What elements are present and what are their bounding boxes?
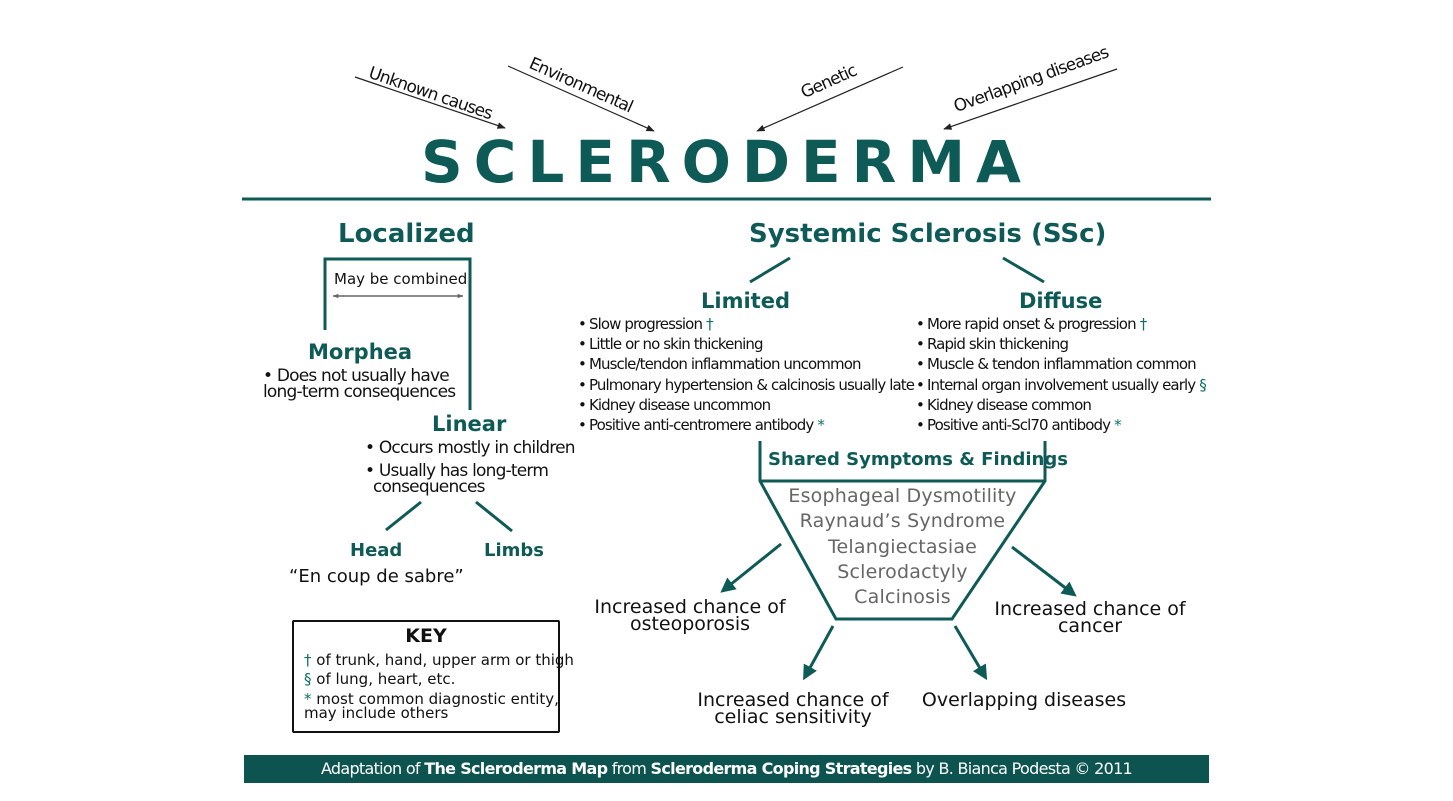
shared-item: Telangiectasiae bbox=[827, 535, 978, 558]
morphea-bullet-line1: • Does not usually have bbox=[263, 366, 450, 386]
branch-head bbox=[385, 500, 422, 532]
limited-heading: Limited bbox=[701, 289, 790, 313]
footer-map-title: The Scleroderma Map bbox=[424, 759, 608, 778]
diffuse-item: Positive anti-Scl70 antibody* bbox=[916, 415, 1206, 435]
limited-list: Slow progression† Little or no skin thic… bbox=[578, 314, 915, 435]
head-heading: Head bbox=[350, 540, 403, 561]
outcome-line: celiac sensitivity bbox=[714, 706, 872, 728]
linear-heading: Linear bbox=[432, 412, 507, 436]
key-title: KEY bbox=[405, 625, 447, 647]
morphea-heading: Morphea bbox=[308, 340, 413, 364]
may-be-combined-label: May be combined bbox=[334, 270, 468, 288]
cause-arrow-unknown bbox=[354, 76, 506, 129]
page-title: SCLERODERMA bbox=[421, 128, 1032, 196]
cause-arrow-overlapping bbox=[943, 68, 1118, 130]
outcome-overlapping: Overlapping diseases bbox=[914, 689, 1134, 711]
morphea-bullet-line2: long-term consequences bbox=[263, 382, 456, 402]
outcome-cancer: Increased chance of cancer bbox=[990, 598, 1190, 637]
diffuse-item: Internal organ involvement usually early… bbox=[916, 375, 1207, 395]
key-entry-dagger: † of trunk, hand, upper arm or thigh bbox=[304, 651, 574, 669]
systemic-heading: Systemic Sclerosis (SSc) bbox=[749, 219, 1107, 249]
en-coup-de-sabre: “En coup de sabre” bbox=[289, 566, 464, 587]
outcome-line: Increased chance of bbox=[994, 598, 1186, 620]
diffuse-item: Rapid skin thickening bbox=[916, 334, 1206, 354]
outcome-line: Overlapping diseases bbox=[921, 689, 1127, 711]
footer-book-title: Scleroderma Coping Strategies bbox=[650, 759, 913, 778]
shared-item: Raynaud’s Syndrome bbox=[799, 510, 1006, 533]
shared-list: Esophageal Dysmotility Raynaud’s Syndrom… bbox=[760, 484, 1045, 610]
footer-credit: Adaptation of The Scleroderma Map from S… bbox=[244, 755, 1209, 783]
key-entry-section: § of lung, heart, etc. bbox=[304, 670, 456, 688]
branch-limited bbox=[749, 256, 791, 284]
branch-limbs bbox=[475, 500, 513, 533]
outcome-line: Increased chance of bbox=[594, 596, 786, 618]
arrow-cancer bbox=[1011, 545, 1077, 597]
limited-item: Little or no skin thickening bbox=[578, 334, 914, 354]
footer-text: Adaptation of bbox=[320, 759, 425, 778]
limbs-heading: Limbs bbox=[484, 540, 544, 561]
shared-heading: Shared Symptoms & Findings bbox=[768, 449, 1068, 470]
shared-item: Calcinosis bbox=[854, 586, 951, 609]
shared-item: Sclerodactyly bbox=[837, 560, 968, 583]
cause-arrow-environmental bbox=[507, 65, 655, 132]
shared-item: Esophageal Dysmotility bbox=[788, 485, 1017, 507]
footer-text: by B. Bianca Podesta © 2011 bbox=[911, 759, 1133, 778]
key-entry-asterisk: * most common diagnostic entity, bbox=[304, 690, 559, 708]
footer-text: from bbox=[607, 759, 651, 778]
linear-bullet-1: • Occurs mostly in children bbox=[365, 438, 576, 458]
localized-bracket bbox=[323, 257, 472, 410]
arrow-osteoporosis bbox=[720, 542, 782, 593]
diffuse-item: Kidney disease common bbox=[916, 395, 1206, 415]
limited-item: Muscle/tendon inflammation uncommon bbox=[578, 354, 914, 374]
limited-item: Slow progression† bbox=[578, 314, 914, 334]
arrow-overlapping bbox=[953, 625, 988, 681]
localized-heading: Localized bbox=[338, 219, 475, 249]
linear-bullet-2-line2: consequences bbox=[373, 477, 486, 497]
linear-bullet-2-line1: • Usually has long-term bbox=[365, 461, 549, 481]
outcome-celiac: Increased chance of celiac sensitivity bbox=[693, 689, 893, 728]
outcome-osteoporosis: Increased chance of osteoporosis bbox=[590, 596, 790, 635]
diffuse-item: More rapid onset & progression† bbox=[916, 314, 1206, 334]
key-box: KEY † of trunk, hand, upper arm or thigh… bbox=[292, 620, 574, 733]
limited-item: Positive anti-centromere antibody* bbox=[578, 415, 914, 435]
limited-item: Kidney disease uncommon bbox=[578, 395, 914, 415]
shared-funnel bbox=[758, 441, 1047, 621]
cause-arrow-genetic bbox=[756, 66, 904, 132]
diffuse-item: Muscle & tendon inflammation common bbox=[916, 354, 1206, 374]
diffuse-list: More rapid onset & progression† Rapid sk… bbox=[916, 314, 1207, 435]
outcome-line: cancer bbox=[1057, 615, 1123, 637]
key-entry-asterisk-cont: may include others bbox=[304, 704, 449, 722]
outcome-line: osteoporosis bbox=[629, 613, 751, 635]
outcome-line: Increased chance of bbox=[697, 689, 889, 711]
branch-diffuse bbox=[1002, 256, 1045, 284]
arrow-celiac bbox=[803, 625, 835, 681]
limited-item: Pulmonary hypertension & calcinosis usua… bbox=[578, 375, 915, 395]
diffuse-heading: Diffuse bbox=[1019, 289, 1103, 313]
